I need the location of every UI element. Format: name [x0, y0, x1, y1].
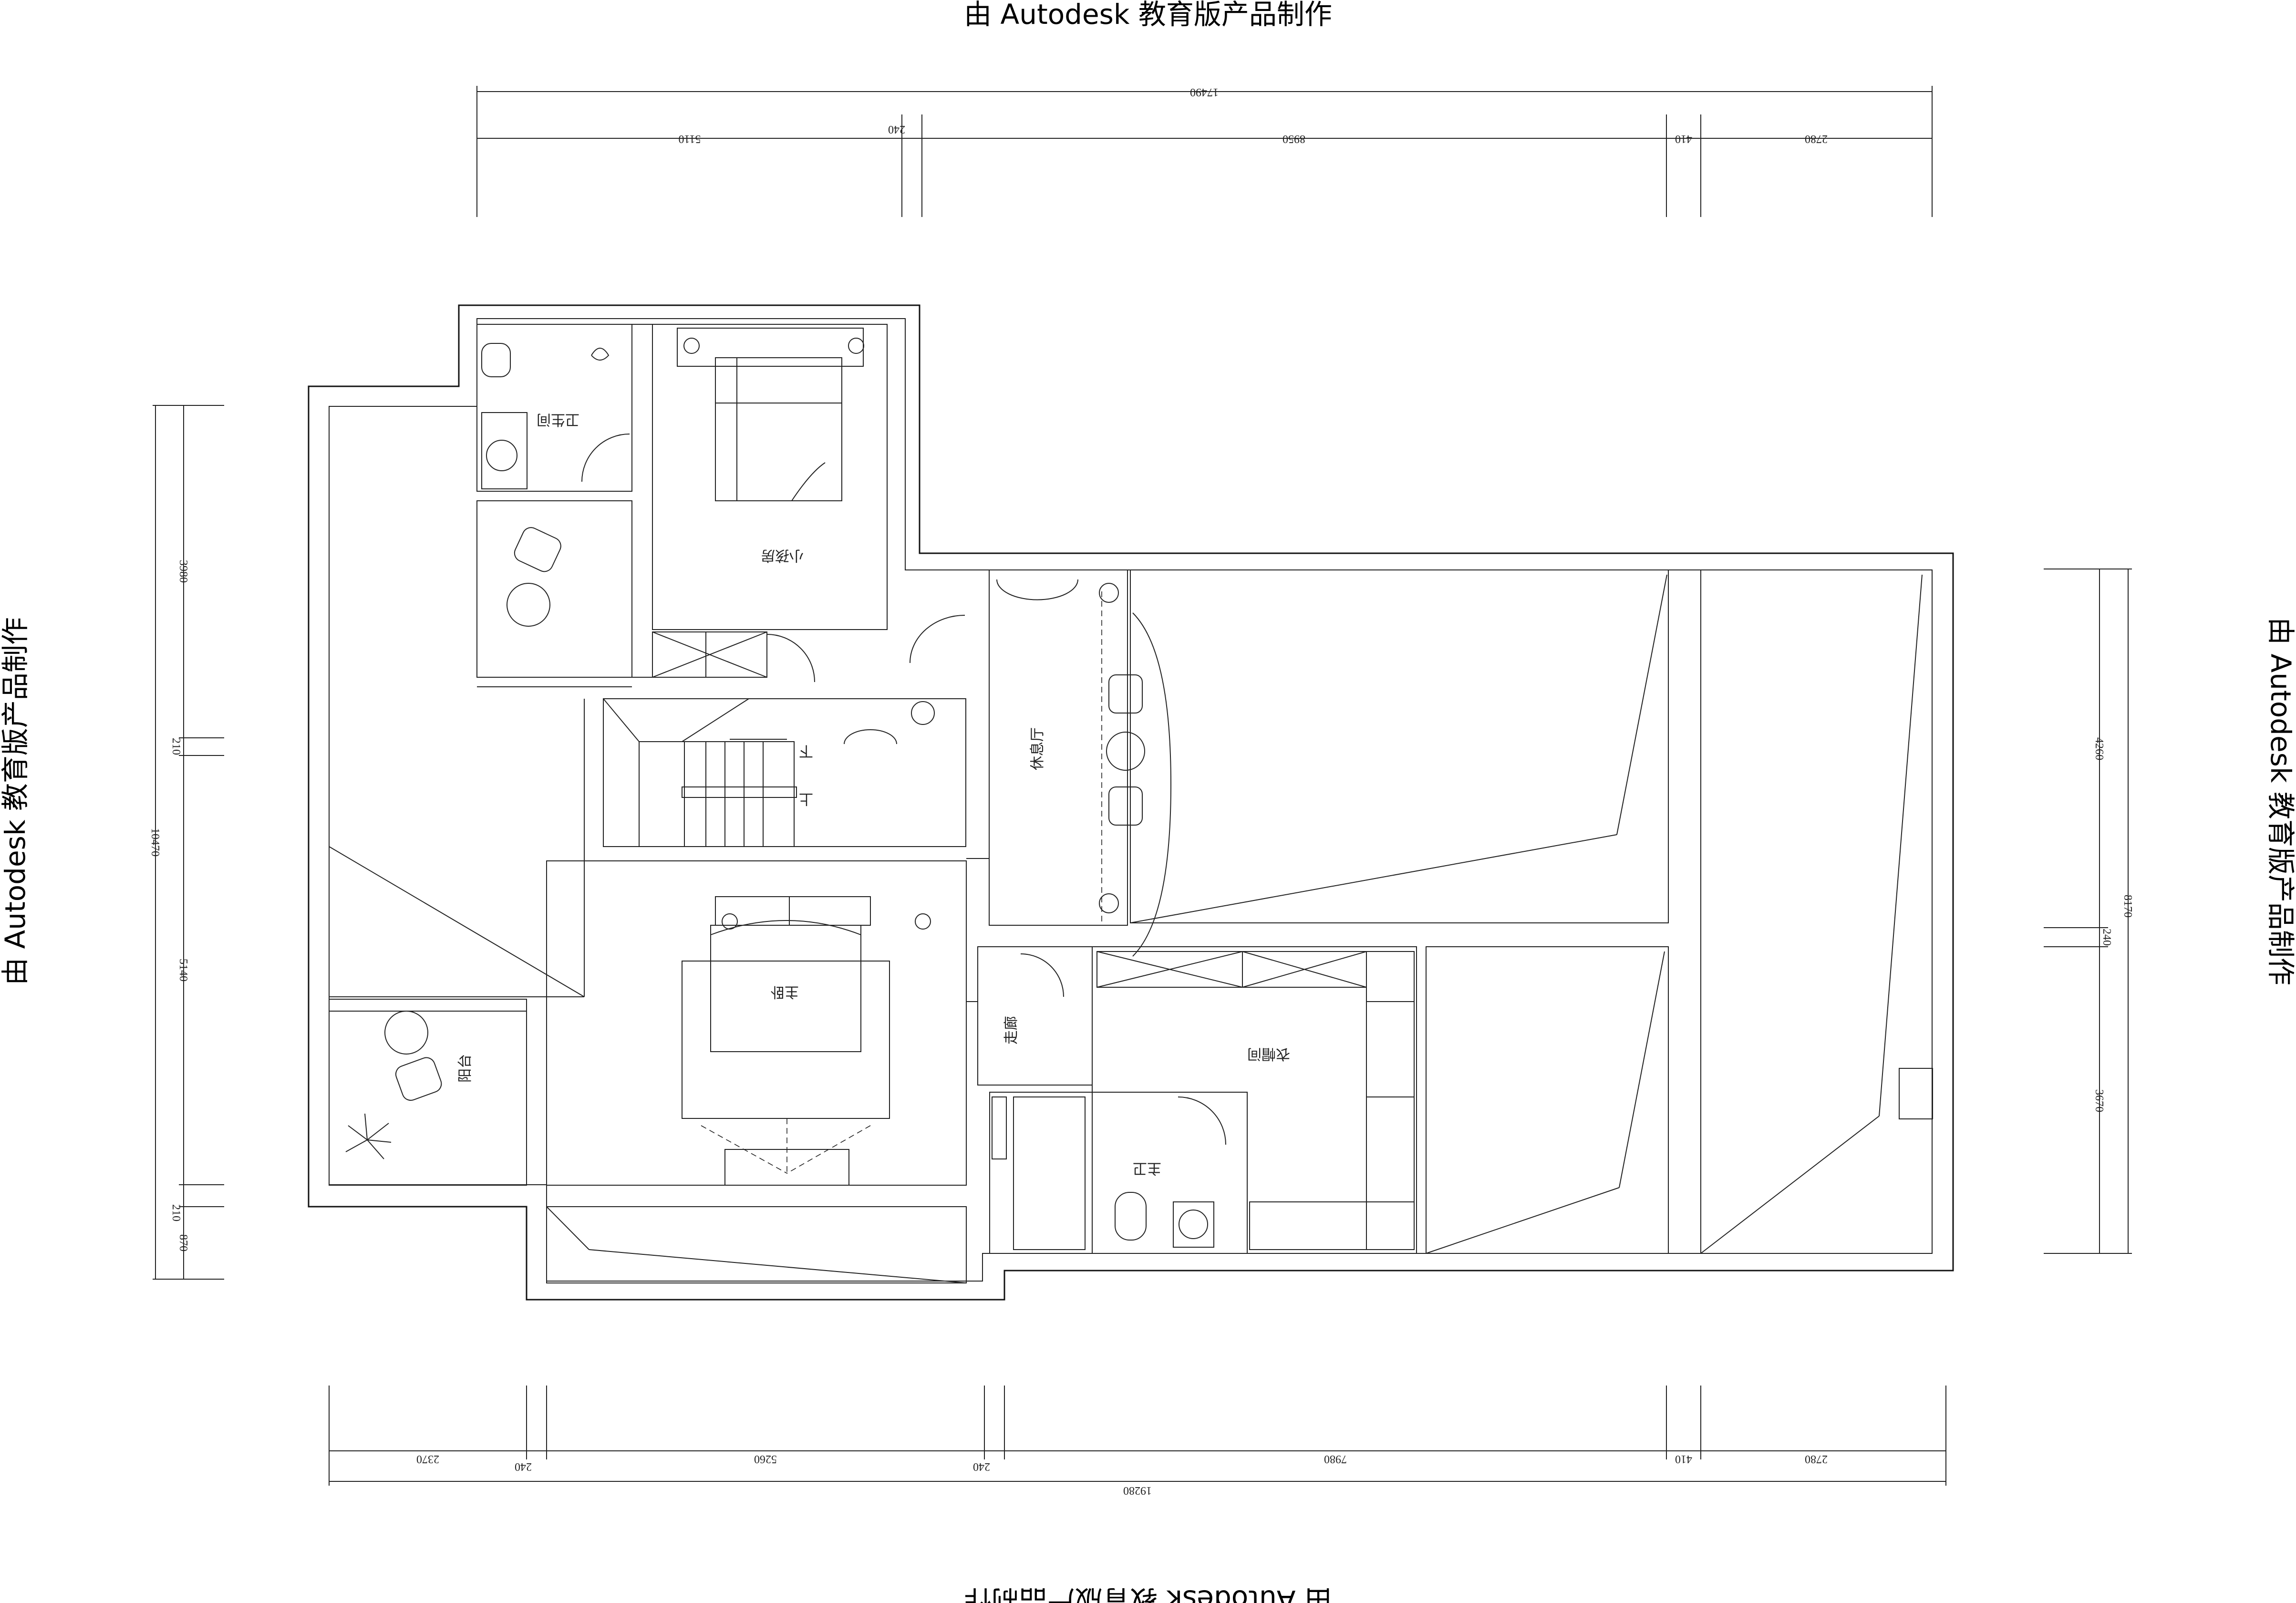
dim-right-2: 240	[2100, 929, 2113, 946]
left-void	[329, 406, 585, 1012]
dim-bottom-1: 2370	[416, 1453, 439, 1465]
dim-bottom-2: 240	[515, 1460, 532, 1473]
dim-left-1: 3980	[177, 560, 189, 583]
balcony-label: 阳台	[457, 1054, 474, 1083]
watermark-top: 由 Autodesk 教育版产品制作	[964, 0, 1332, 31]
study-room	[476, 500, 632, 687]
master-bath-label: 主卫	[1133, 1160, 1161, 1177]
watermark-left: 由 Autodesk 教育版产品制作	[0, 617, 31, 985]
master-bedroom: 主卧	[546, 860, 967, 1186]
bottom-strip	[546, 1206, 967, 1283]
dim-right-3: 3670	[2093, 1089, 2105, 1112]
balcony: 阳台	[329, 999, 527, 1186]
top-dimensions: 17490 5110 240 8950 410 2780	[476, 86, 1933, 217]
dim-bottom-total: 19280	[1123, 1484, 1152, 1497]
dim-bottom-6: 410	[1675, 1453, 1692, 1465]
corridor-label: 走廊	[1003, 1016, 1020, 1045]
dim-top-1: 5110	[678, 133, 701, 145]
master-bath: 主卫	[989, 1092, 1248, 1254]
stair-up-label: 上	[799, 790, 813, 807]
closet-label: 衣帽间	[1247, 1045, 1290, 1062]
bathroom-label: 卫生间	[537, 411, 579, 428]
dim-left-4: 210	[170, 1204, 182, 1221]
dim-right-1: 4260	[2093, 737, 2105, 760]
leisure-hall-label: 休息厅	[1029, 727, 1046, 770]
dim-top-total: 17490	[1190, 86, 1219, 98]
master-bedroom-label: 主卧	[770, 983, 799, 1000]
dim-left-3: 5140	[177, 959, 189, 982]
dim-left-total: 10470	[149, 828, 161, 857]
dim-left-2: 210	[170, 738, 182, 755]
dim-top-2: 240	[888, 123, 905, 135]
watermark-bottom: 由 Autodesk 教育版产品制作	[964, 1584, 1332, 1603]
dim-bottom-4: 240	[973, 1460, 990, 1473]
watermark-right: 由 Autodesk 教育版产品制作	[2265, 617, 2296, 985]
bottom-dimensions: 19280 2370 240 5260 240 7980 410 2780	[329, 1386, 1946, 1497]
dim-bottom-3: 5260	[754, 1453, 777, 1465]
leisure-hall: 休息厅	[910, 569, 1172, 957]
dim-top-4: 410	[1675, 133, 1692, 145]
left-dimensions: 10470 3980 210 5140 210 870	[149, 405, 224, 1280]
small-bathroom: 卫生间	[476, 324, 632, 492]
closet: 衣帽间	[1092, 946, 1417, 1254]
stair-down-label: 下	[799, 743, 813, 759]
dim-right-total: 8170	[2121, 895, 2134, 918]
right-dimensions: 4260 240 3670 8170	[2044, 569, 2134, 1254]
dim-bottom-7: 2780	[1805, 1453, 1828, 1465]
dim-bottom-5: 7980	[1324, 1453, 1347, 1465]
stairwell: 下 上	[603, 698, 966, 847]
kids-room-label: 小孩房	[761, 547, 804, 564]
kids-room: 小孩房	[652, 324, 888, 683]
dim-top-3: 8950	[1282, 133, 1305, 145]
partitions	[632, 324, 989, 1002]
dim-top-5: 2780	[1805, 133, 1828, 145]
corridor: 走廊	[977, 946, 1093, 1086]
dim-left-5: 870	[177, 1234, 189, 1251]
right-void	[1130, 569, 1933, 1254]
